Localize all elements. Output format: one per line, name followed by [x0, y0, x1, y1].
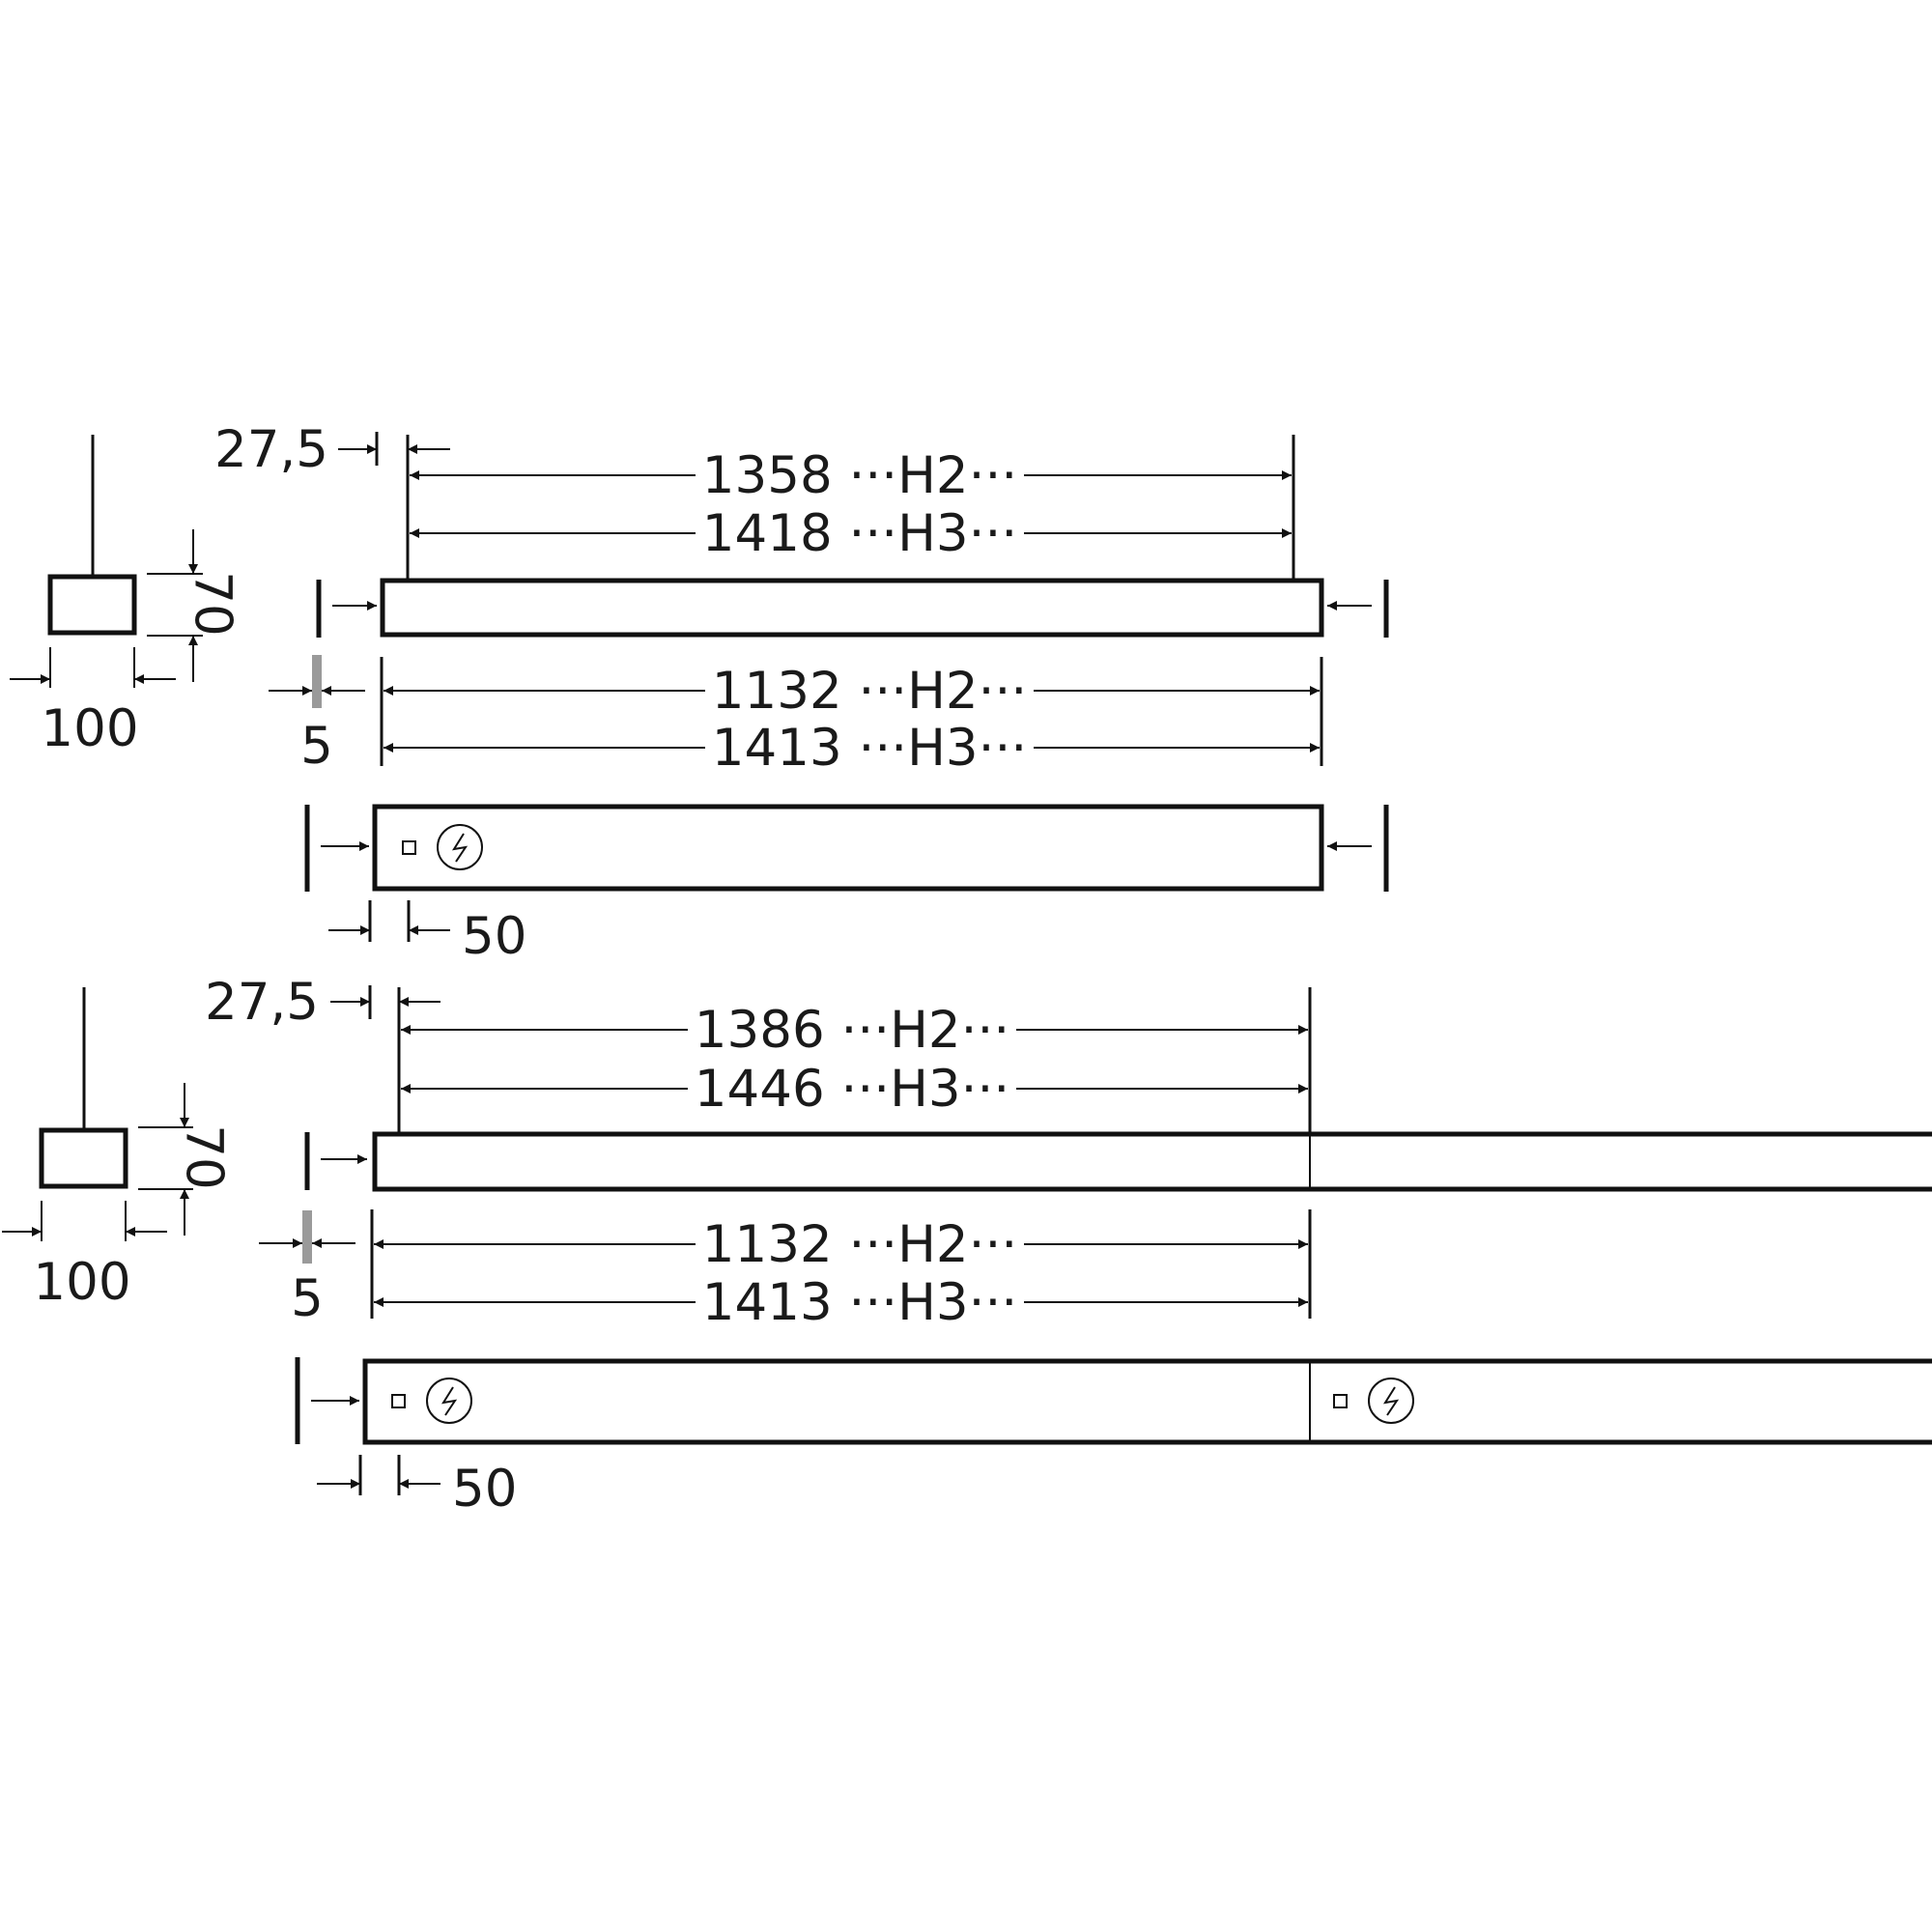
label-gap — [696, 504, 1024, 562]
profile-section: 70 100 — [10, 435, 242, 758]
profile-section: 70 100 — [2, 987, 233, 1312]
power-supply-icon — [437, 824, 483, 870]
profile-width-label: 100 — [33, 1253, 130, 1312]
power-supply-icon — [1368, 1378, 1414, 1424]
body-h2-label: 1132 ···H2··· — [702, 1215, 1017, 1274]
power-supply-icon — [426, 1378, 472, 1424]
offset-bottom-label: 50 — [462, 907, 526, 966]
connector-square-icon — [402, 840, 416, 855]
profile-height-label: 70 — [174, 1124, 233, 1189]
body-h3-label: 1413 ···H3··· — [712, 719, 1027, 778]
gap-label: 5 — [291, 1269, 324, 1328]
length-h2-label: 1386 ···H2··· — [695, 1001, 1009, 1060]
body-h2-label: 1132 ···H2··· — [712, 662, 1027, 721]
offset-top-label: 27,5 — [214, 420, 328, 479]
profile-height-label: 70 — [183, 571, 242, 636]
connector-square-icon — [391, 1394, 406, 1408]
connector-square-icon — [1333, 1394, 1348, 1408]
luminaire-side-view — [380, 578, 1324, 638]
body-h3-label: 1413 ···H3··· — [702, 1273, 1017, 1332]
offset-bottom-label: 50 — [452, 1460, 517, 1519]
profile-rect — [47, 574, 137, 636]
gap-indicator — [302, 1210, 312, 1264]
luminaire-row-side-view — [372, 1131, 1932, 1192]
label-gap — [696, 1215, 1024, 1273]
luminaire-row-top-view — [362, 1358, 1932, 1445]
label-gap — [696, 446, 1024, 504]
profile-rect — [39, 1127, 128, 1189]
label-gap — [705, 662, 1034, 720]
label-gap — [688, 1060, 1016, 1118]
label-gap — [705, 719, 1034, 777]
gap-indicator — [312, 655, 322, 708]
length-h3-label: 1446 ···H3··· — [695, 1060, 1009, 1119]
label-gap — [688, 1001, 1016, 1059]
drawing-single-luminaire: 70 100 27,5 1358 ···H2··· 1418 ···H3··· — [10, 420, 1389, 966]
length-h3-label: 1418 ···H3··· — [702, 504, 1017, 563]
length-h2-label: 1358 ···H2··· — [702, 446, 1017, 505]
drawing-continuous-row: 70 100 27,5 1386 ···H2··· 1446 ···H3··· … — [2, 973, 1932, 1519]
luminaire-top-view — [372, 804, 1324, 892]
profile-width-label: 100 — [41, 699, 138, 758]
offset-top-label: 27,5 — [205, 973, 319, 1032]
label-gap — [696, 1273, 1024, 1331]
gap-label: 5 — [300, 717, 333, 776]
